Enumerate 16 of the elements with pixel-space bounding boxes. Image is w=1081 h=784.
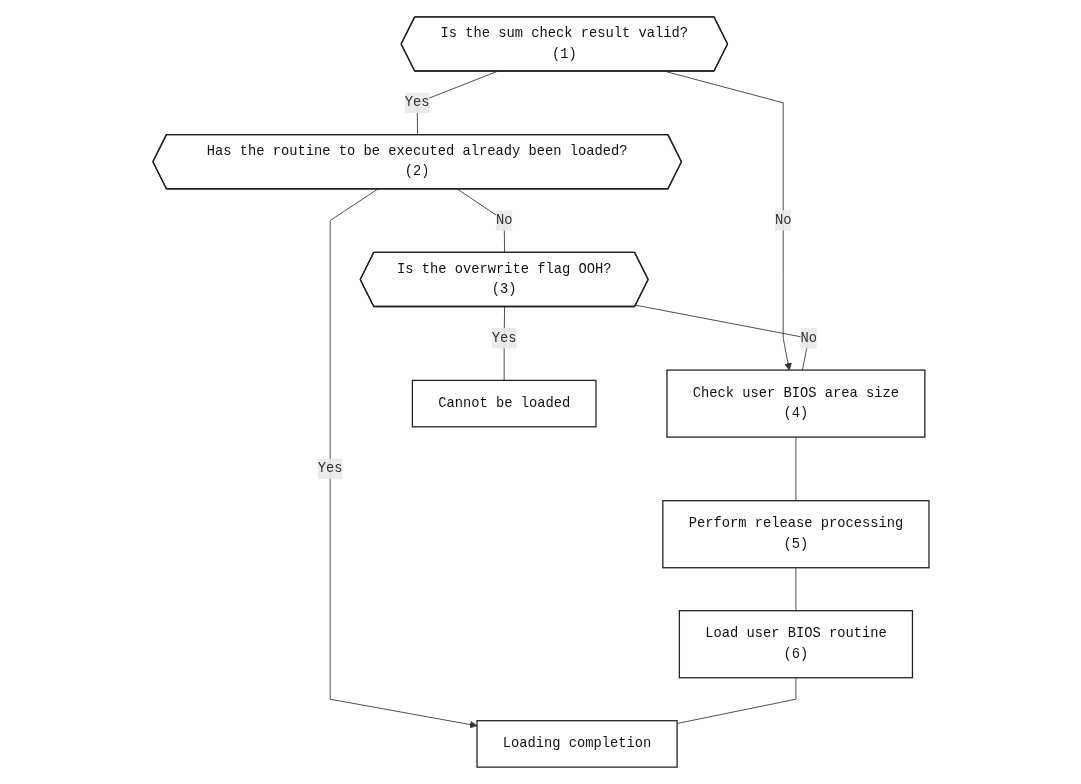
connector: [795, 436, 796, 502]
connector: [456, 188, 505, 254]
node-box: Check user BIOS area size (4): [665, 369, 926, 438]
connector: [676, 677, 796, 724]
edge-label: Yes: [404, 95, 430, 111]
node-box: Perform release processing (5): [661, 500, 930, 569]
edge-label: No: [495, 212, 512, 229]
edge-label: Yes: [317, 461, 343, 477]
edge-label: Yes: [491, 330, 517, 347]
node-box: Load user BIOS routine (6): [678, 610, 913, 679]
edge-label: No: [774, 212, 792, 229]
node-box: Loading completion: [475, 720, 678, 768]
connector: [795, 567, 796, 612]
connector: [635, 304, 809, 371]
edge-label: No: [799, 330, 817, 347]
node-box: Cannot be loaded: [411, 379, 597, 428]
